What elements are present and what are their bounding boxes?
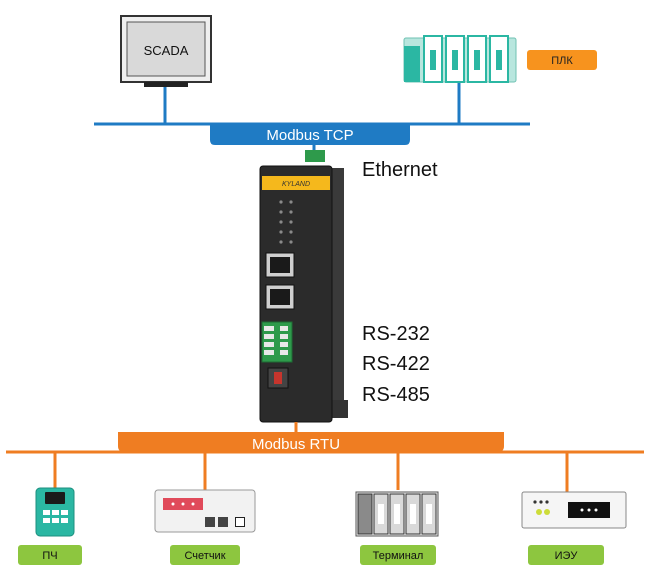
gateway-status-leds xyxy=(279,200,293,244)
tcp-bus-label: Modbus TCP xyxy=(266,127,353,144)
plc-device: ПЛК xyxy=(403,35,597,83)
plc-badge xyxy=(527,50,597,70)
gateway-device: KYLAND xyxy=(259,150,348,423)
rtu-bus-label-block xyxy=(118,432,504,452)
serial-label-rs422: RS-422 xyxy=(362,353,430,375)
rtu-bus-label: Modbus RTU xyxy=(252,436,340,453)
gateway-brand-strip xyxy=(262,176,330,190)
pch-badge xyxy=(18,545,82,565)
gateway-brand: KYLAND xyxy=(282,181,310,188)
ethernet-port-1 xyxy=(265,252,295,278)
pch-label: ПЧ xyxy=(42,550,57,562)
ethernet-port-2 xyxy=(265,284,295,310)
tcp-bus-label-block xyxy=(210,124,410,145)
scada-monitor: SCADA xyxy=(120,15,212,87)
modbus-rtu-bus: Modbus RTU xyxy=(6,422,644,492)
ethernet-label: Ethernet xyxy=(362,159,438,181)
scada-label: SCADA xyxy=(144,43,189,58)
meter-label: Счетчик xyxy=(184,550,225,562)
ied-icon xyxy=(521,491,627,529)
scada-screen xyxy=(126,21,206,77)
frequency-converter-icon xyxy=(35,487,75,537)
meter-badge xyxy=(170,545,240,565)
serial-label-rs485: RS-485 xyxy=(362,384,430,406)
terminal-icon xyxy=(355,491,439,537)
scada-stand xyxy=(144,82,188,87)
plc-module-2-slot xyxy=(452,50,458,70)
plc-module-4-slot xyxy=(496,50,502,70)
plc-module-1-slot xyxy=(430,50,436,70)
ied-label: ИЭУ xyxy=(555,550,579,562)
plc-module-power xyxy=(404,46,420,82)
terminal-badge xyxy=(360,545,436,565)
meter-icon xyxy=(154,489,256,533)
dip-switch-red xyxy=(274,372,282,384)
serial-label-rs232: RS-232 xyxy=(362,323,430,345)
serial-terminal-block xyxy=(261,321,293,363)
modbus-tcp-bus: Modbus TCP xyxy=(94,82,530,158)
ied-badge xyxy=(528,545,604,565)
device-labels: ПЧ Счетчик Терминал ИЭУ xyxy=(18,545,604,565)
gateway-top-connector xyxy=(305,150,325,162)
terminal-label: Терминал xyxy=(373,550,424,562)
plc-module-3-slot xyxy=(474,50,480,70)
plc-label: ПЛК xyxy=(551,55,573,67)
